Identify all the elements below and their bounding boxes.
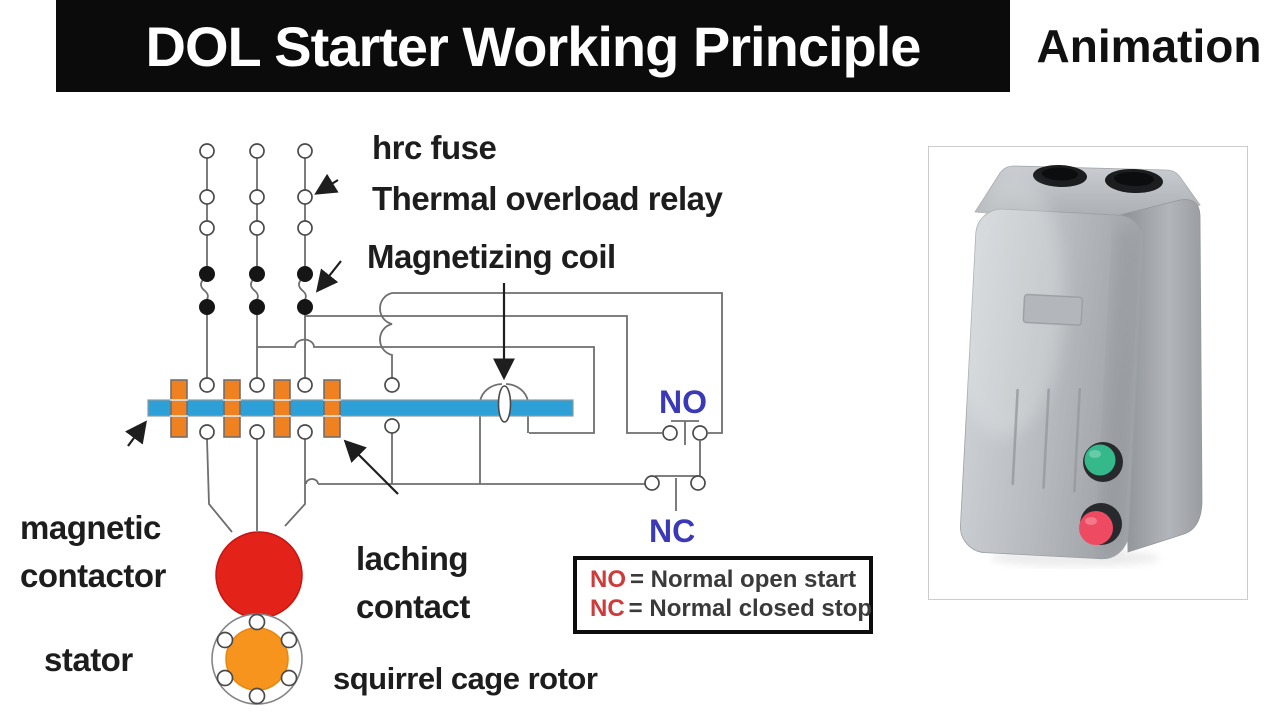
cable-glands bbox=[1033, 164, 1163, 194]
contactor-bar bbox=[147, 379, 574, 438]
start-button bbox=[1083, 442, 1123, 482]
legend-row-nc: NC= Normal closed stop bbox=[590, 594, 872, 623]
legend-nc-key: NC bbox=[590, 595, 625, 622]
motor-lead-wires bbox=[206, 438, 306, 533]
pointer-arrows bbox=[125, 173, 515, 495]
phase-supply-lines bbox=[200, 151, 307, 380]
legend-no-key: NO bbox=[590, 566, 626, 593]
legend-no-text: = Normal open start bbox=[630, 566, 857, 593]
magnetic-contactor-arrow bbox=[125, 420, 147, 447]
label-no: NO bbox=[659, 384, 707, 420]
label-stator: stator bbox=[44, 641, 133, 678]
contactor-moving-contacts bbox=[199, 266, 313, 315]
device-label-recess bbox=[1022, 293, 1084, 326]
dol-starter-photo bbox=[953, 164, 1203, 567]
pole-contacts bbox=[170, 379, 341, 438]
label-laching-contact: laching contact bbox=[356, 540, 470, 625]
hrc-fuse-arrow bbox=[314, 173, 339, 195]
laching-contact-arrow bbox=[343, 439, 399, 495]
legend-row-no: NO= Normal open start bbox=[590, 565, 861, 594]
contact-nodes bbox=[199, 143, 400, 440]
page-title: DOL Starter Working Principle bbox=[145, 14, 922, 78]
label-squirrel-cage-rotor: squirrel cage rotor bbox=[333, 661, 598, 696]
nc-contact bbox=[644, 475, 706, 511]
label-nc: NC bbox=[649, 513, 696, 549]
control-circuit-wires bbox=[257, 292, 723, 485]
label-magnetic-contactor: magnetic contactor bbox=[20, 509, 166, 594]
label-thermal-overload-relay: Thermal overload relay bbox=[372, 180, 723, 217]
device-ridges bbox=[1011, 388, 1082, 493]
legend-box: NO= Normal open start NC= Normal closed … bbox=[573, 556, 873, 634]
magnetic-contactor-circle bbox=[215, 531, 303, 619]
legend-nc-text: = Normal closed stop bbox=[628, 595, 873, 622]
no-contact bbox=[662, 420, 708, 445]
thermal-overload-relay-element bbox=[379, 292, 393, 484]
contact-arrow bbox=[315, 260, 342, 293]
stator-rotor bbox=[211, 613, 303, 705]
animation-badge: Animation bbox=[1036, 20, 1262, 72]
header-bar: DOL Starter Working Principle bbox=[56, 0, 1010, 92]
label-magnetizing-coil: Magnetizing coil bbox=[367, 238, 616, 275]
coil-plunger bbox=[497, 385, 512, 423]
stop-button bbox=[1079, 503, 1122, 545]
label-hrc-fuse: hrc fuse bbox=[372, 129, 497, 166]
